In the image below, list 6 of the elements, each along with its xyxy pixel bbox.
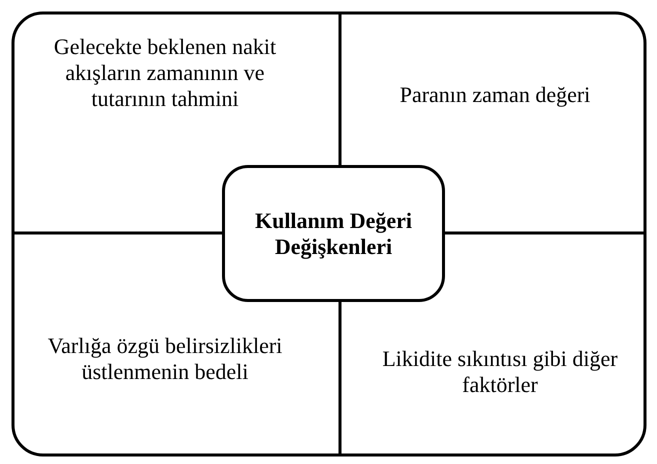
center-title: Kullanım Değeri Değişkenleri	[254, 208, 414, 260]
center-box	[222, 165, 445, 302]
quadrant-text: Likidite sıkıntısı gibi diğer faktörler	[365, 346, 635, 398]
quadrant-text: Varlığa özgü belirsizlikleri üstlenmenin bedeli	[40, 333, 290, 385]
quadrant-text: Paranın zaman değeri	[360, 82, 630, 108]
quadrant-text: Gelecekte beklenen nakit akışların zamanının ve tutarının tahmini	[40, 34, 290, 112]
